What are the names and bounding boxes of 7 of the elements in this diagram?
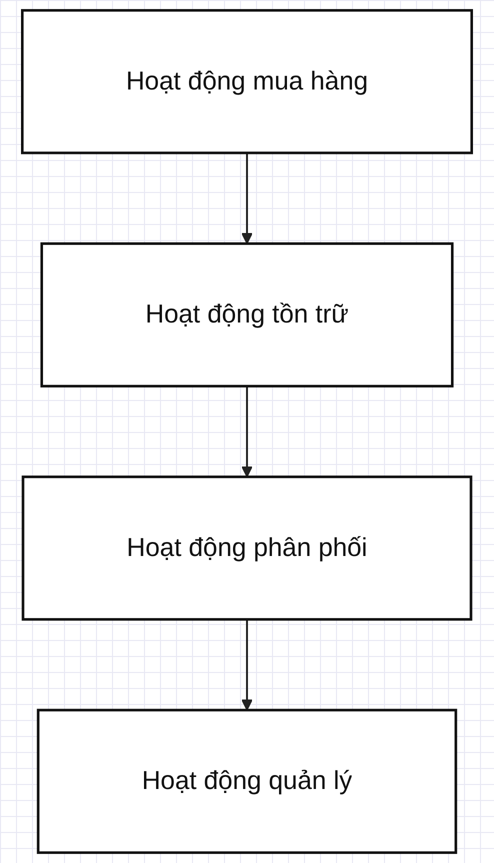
arrow: [241, 386, 253, 478]
node-box: [40, 242, 454, 388]
arrow: [241, 152, 253, 244]
node-box: [21, 9, 473, 154]
arrow: [241, 619, 253, 711]
node-box: [22, 476, 472, 621]
node-box: [36, 708, 458, 854]
